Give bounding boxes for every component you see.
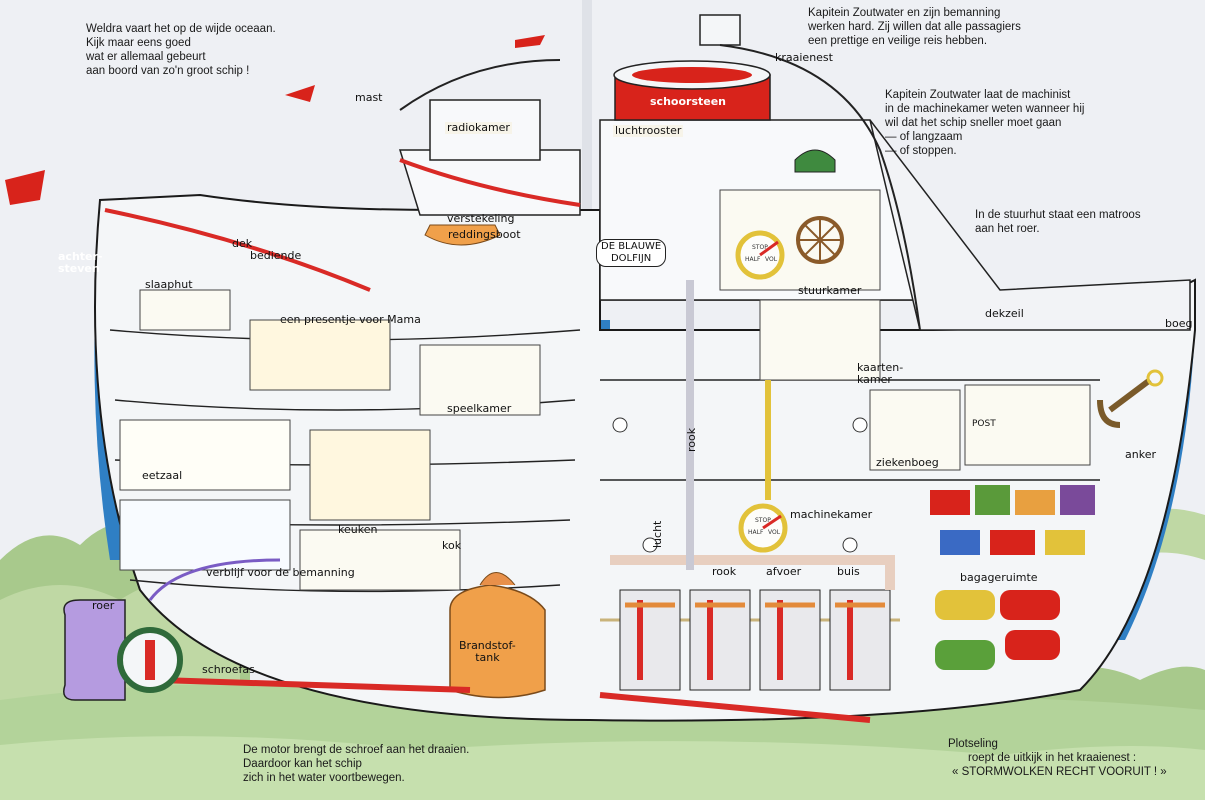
label-stuurkamer: stuurkamer [798,284,862,297]
propeller-text: De motor brengt de schroef aan het draai… [243,744,470,784]
lifeboat-icon [424,224,501,246]
sick-bay [869,389,961,471]
label-keuken: keuken [338,523,378,536]
label-brandstoftank: Brandstof- tank [459,639,516,664]
label-schroefas: schroefas [202,663,255,676]
label-achtersteven: achter- steven [58,250,103,275]
kitchen-room [309,429,431,521]
label-dekzeil: dekzeil [985,307,1024,320]
label-kok: kok [442,539,462,552]
engine-shaft [599,692,871,723]
exhaust-pipe [610,555,895,590]
bridge-telegraph-label-half: HALF [745,256,761,263]
fuel-tank [449,572,546,699]
label-speelkamer: speelkamer [447,402,512,415]
label-luchtrooster: luchtrooster [613,124,684,137]
engine-block [619,589,891,691]
stern-flag-icon [5,170,45,205]
cars-in-hold [935,590,1060,670]
chart-room [759,299,881,381]
ship-wheel-icon [796,216,844,264]
engine-telegraph-label-vol: VOL [768,529,781,536]
portholes [612,417,868,553]
label-anker: anker [1125,448,1156,461]
cabin-room [139,289,231,331]
bridge-telegraph-needle [759,240,779,257]
crew-quarters [299,529,461,591]
label-kraaienest: kraaienest [775,51,833,64]
present-room [249,319,391,391]
label-verstekeling: verstekeling [447,212,515,225]
funnel [613,60,771,121]
stern-rail-stripe [104,208,371,292]
label-radiokamer: radiokamer [445,121,512,134]
label-dekbediende: dek bediende [232,237,302,262]
label-roer: roer [92,599,115,612]
label-kaartenkamer: kaarten- kamer [857,361,904,386]
label-buis-pipe: buis [837,565,860,578]
wheelhouse-text: In de stuurhut staat een matroos aan het… [975,209,1141,235]
bridge-telegraph-label-stop: STOP [752,244,768,251]
label-schoorsteen: schoorsteen [650,95,726,108]
intro-text: Weldra vaart het op de wijde oceaan. Kij… [86,23,276,77]
playroom [419,344,541,416]
crows-nest [699,14,741,46]
forward-mast-line [719,44,921,331]
label-presentje: een presentje voor Mama [280,313,421,326]
rudder-cable [148,558,281,601]
pennant-icon [515,35,545,48]
anchor-icon [1097,369,1164,428]
dining-room [119,499,291,571]
label-rook-pipe: rook [712,565,737,578]
engine-telegraph-needle [762,514,782,530]
label-lucht: lucht [651,520,664,548]
label-bagageruimte: bagageruimte [960,571,1038,584]
label-mast: mast [355,91,383,104]
label-ship-name: DE BLAUWE DOLFIJN [596,239,667,267]
luggage-pile [930,485,1095,555]
rudder-assembly [63,599,183,701]
label-post: POST [972,419,996,429]
label-ziekenboeg: ziekenboeg [876,456,939,469]
propeller-shaft [159,677,471,693]
label-afvoer-pipe: afvoer [766,565,802,578]
label-eetzaal: eetzaal [142,469,183,482]
label-machinekamer: machinekamer [790,508,873,521]
bell-icon [794,149,836,173]
mast-pennant-icon [285,85,315,102]
label-rook: rook [685,427,698,452]
engine-telegraph-label-stop: STOP [755,517,771,524]
engine-order-text: Kapitein Zoutwater laat de machinist in … [885,89,1085,157]
captain-text: Kapitein Zoutwater en zijn bemanning wer… [808,7,1021,47]
mast [399,59,561,111]
upper-rail-stripe [399,158,581,207]
engine-telegraph-label-half: HALF [748,529,764,536]
label-reddingsboot: reddingsboot [448,228,521,241]
bridge-telegraph-label-vol: VOL [765,256,778,263]
post-room [964,384,1091,466]
lookout-text: Plotseling roept de uitkijk in het kraai… [948,738,1167,778]
label-verblijf: verblijf voor de bemanning [206,566,355,579]
label-boeg: boeg [1165,317,1193,330]
label-slaaphut: slaaphut [145,278,193,291]
dining-room-upper [119,419,291,491]
